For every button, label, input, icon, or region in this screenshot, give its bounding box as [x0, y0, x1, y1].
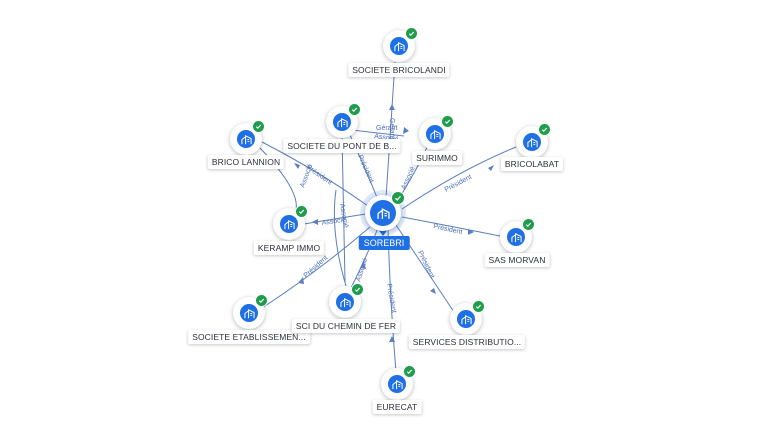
- edge-arrow: [488, 165, 494, 171]
- center-node-label[interactable]: SOREBRI: [358, 236, 410, 250]
- building-icon: [426, 125, 444, 143]
- verified-check-icon: [441, 115, 454, 128]
- building-icon: [333, 113, 351, 131]
- node-morvan[interactable]: [500, 218, 535, 253]
- building-icon: [457, 310, 475, 328]
- edge-label-associe-3: Associé: [338, 203, 349, 228]
- node-keramp[interactable]: [273, 205, 308, 240]
- edge-label-president: Président: [385, 283, 397, 313]
- verified-check-icon: [252, 120, 265, 133]
- verified-check-icon: [405, 27, 418, 40]
- verified-check-icon: [522, 218, 535, 231]
- verified-check-icon: [348, 103, 361, 116]
- verified-check-icon: [295, 205, 308, 218]
- node-lannion[interactable]: [230, 120, 265, 155]
- edge-pont-3: [351, 129, 405, 137]
- center-node-sorebri[interactable]: [365, 191, 405, 231]
- edge-label-associe: Associé: [321, 217, 346, 227]
- edge-label-associe: Associé: [355, 257, 369, 283]
- building-icon: [507, 228, 525, 246]
- building-icon: [388, 375, 406, 393]
- node-sci[interactable]: [329, 283, 364, 318]
- edge-arrow: [468, 229, 474, 235]
- verified-check-icon: [403, 365, 416, 378]
- node-eurecat[interactable]: [381, 365, 416, 400]
- node-pont[interactable]: [326, 103, 361, 138]
- node-label-bricolabat[interactable]: BRICOLABAT: [500, 157, 564, 171]
- edge-arrow: [298, 277, 304, 284]
- edge-label-president: Président: [444, 174, 473, 194]
- edge-label-associe-2: Associé: [374, 133, 399, 143]
- edge-lannion: [261, 141, 369, 207]
- node-services[interactable]: [450, 300, 485, 335]
- verified-check-icon: [538, 123, 551, 136]
- node-label-lannion[interactable]: BRICO LANNION: [207, 155, 285, 169]
- edge-pont-2: [341, 134, 346, 283]
- building-icon: [280, 215, 298, 233]
- node-bricolabat[interactable]: [516, 123, 551, 158]
- building-icon: [237, 130, 255, 148]
- node-label-surimmo[interactable]: SURIMMO: [412, 151, 462, 165]
- building-icon: [390, 37, 408, 55]
- edge-arrow: [430, 288, 436, 294]
- verified-check-icon: [255, 294, 268, 307]
- edge-bricolandi: [385, 61, 396, 199]
- building-icon: [240, 304, 258, 322]
- node-label-eurecat[interactable]: EURECAT: [372, 400, 422, 414]
- edge-arrow: [403, 127, 409, 134]
- building-icon: [523, 133, 541, 151]
- building-icon: [370, 200, 396, 226]
- verified-check-icon: [351, 283, 364, 296]
- node-bricolandi[interactable]: [383, 27, 418, 62]
- node-etab[interactable]: [233, 294, 268, 329]
- node-label-services[interactable]: SERVICES DISTRIBUTIO...: [408, 335, 526, 349]
- edge-label-associe: Associé: [299, 163, 314, 189]
- edge-bricolabat: [401, 146, 517, 210]
- node-label-sci[interactable]: SCI DU CHEMIN DE FER: [291, 319, 401, 333]
- edge-keramp: [303, 213, 367, 225]
- node-label-morvan[interactable]: SAS MORVAN: [484, 253, 550, 267]
- edge-label-president: Président: [433, 223, 463, 236]
- edge-services: [395, 224, 455, 313]
- edge-label-president: Président: [356, 154, 374, 184]
- edge-sci-2: [333, 189, 347, 287]
- edge-arrow: [294, 163, 300, 169]
- node-label-keramp[interactable]: KERAMP IMMO: [253, 241, 325, 255]
- edge-label-associe: Associé: [400, 165, 416, 190]
- node-surimmo[interactable]: [419, 115, 454, 150]
- building-icon: [336, 293, 354, 311]
- verified-check-icon: [391, 191, 405, 205]
- edge-label-president: Président: [416, 250, 435, 280]
- edge-arrow: [312, 219, 318, 225]
- node-label-pont[interactable]: SOCIETE DU PONT DE B...: [283, 139, 401, 153]
- edge-arrow: [389, 336, 395, 342]
- verified-check-icon: [472, 300, 485, 313]
- edge-label-president: Président: [303, 254, 330, 279]
- edge-label-gerant: Gérant: [388, 118, 395, 139]
- center-node-pointer: [377, 228, 389, 236]
- node-label-etab[interactable]: SOCIETE ETABLISSEMEN...: [188, 330, 310, 344]
- edge-label-gerant-2: Gérant: [376, 125, 397, 132]
- node-label-bricolandi[interactable]: SOCIETE BRICOLANDI: [348, 63, 450, 77]
- edge-morvan: [401, 216, 501, 237]
- edge-arrow: [389, 104, 395, 110]
- edge-arrow: [360, 262, 366, 269]
